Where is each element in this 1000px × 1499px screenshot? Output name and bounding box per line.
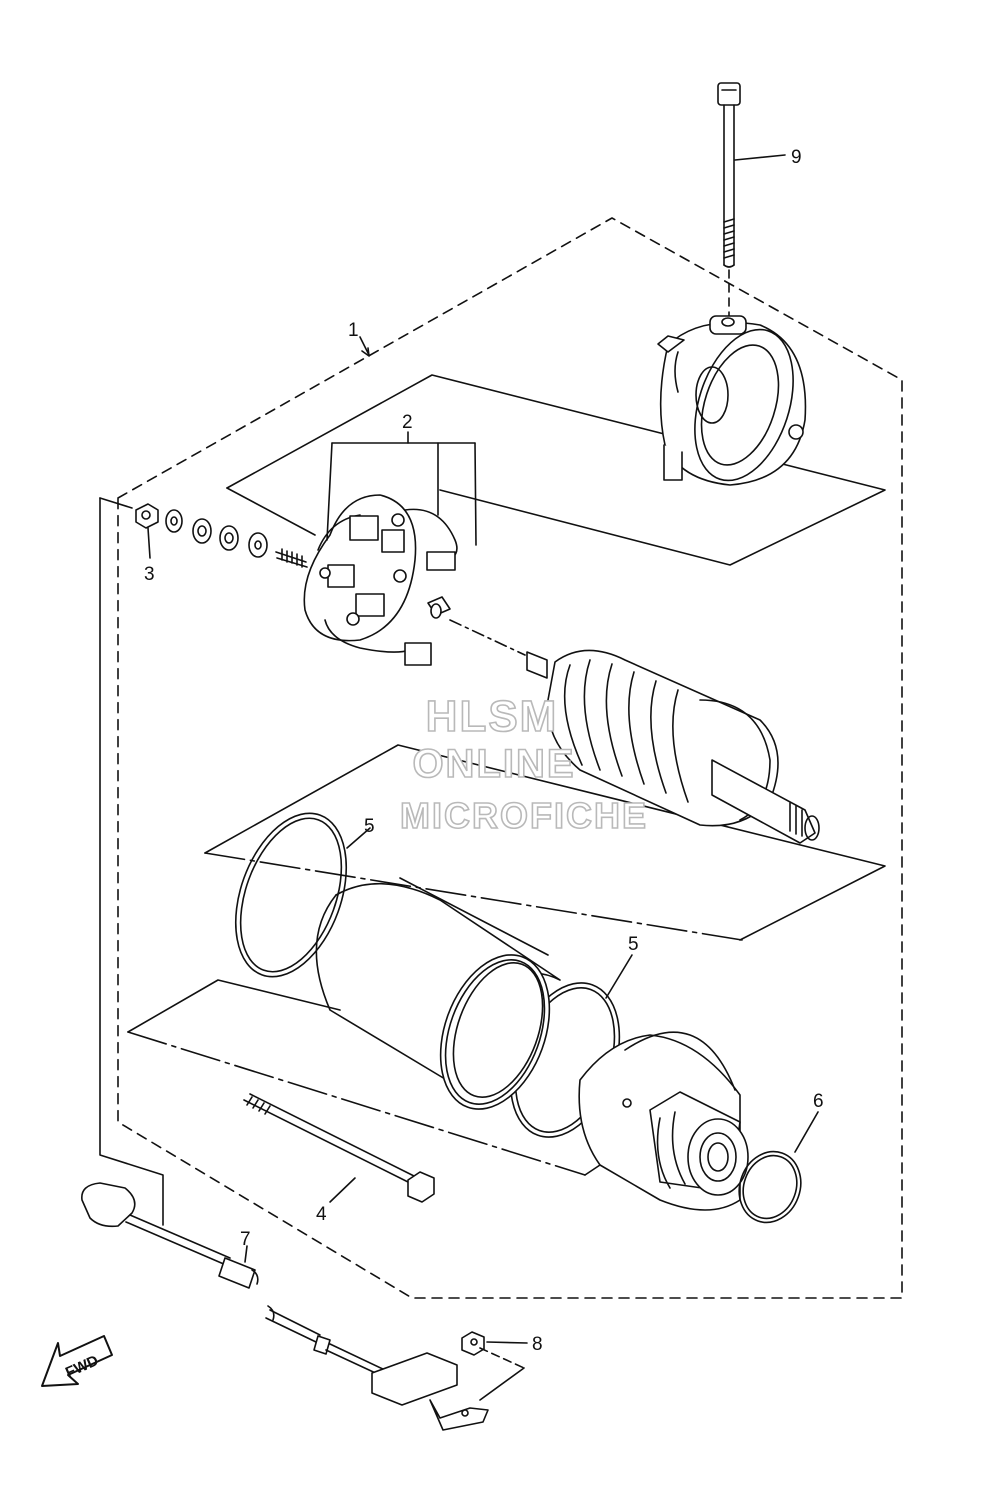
armature (449, 619, 820, 844)
item-2-brush-holder (303, 494, 458, 666)
callout-1: 1 (348, 320, 359, 341)
leader-4 (329, 1177, 356, 1203)
item-7-lead-wire (81, 1182, 489, 1431)
assembly-1-dashed-boundary (117, 217, 903, 1299)
leader-2 (326, 431, 477, 546)
callout-5-lower: 5 (628, 934, 639, 955)
item-3-washer-set (135, 503, 308, 568)
panel-upper-outline (226, 374, 886, 566)
leader-9 (734, 154, 786, 161)
callout-5-upper: 5 (364, 816, 375, 837)
leader-6 (794, 1111, 819, 1153)
leader-5a (346, 827, 371, 849)
panel-lower-outline (127, 979, 341, 1033)
item-6-o-ring (738, 1150, 802, 1224)
fwd-arrow-icon: FWD (41, 1335, 113, 1387)
callout-8: 8 (532, 1334, 543, 1355)
yoke-housing (315, 877, 561, 1110)
leader-8 (486, 1341, 528, 1344)
callout-3: 3 (144, 564, 155, 585)
panel-middle-outline (204, 744, 886, 941)
callout-2: 2 (402, 412, 413, 433)
callout-4: 4 (316, 1204, 327, 1225)
item-4-long-screw (243, 1093, 435, 1203)
callout-9: 9 (791, 147, 802, 168)
item-8-nut (461, 1331, 525, 1401)
front-cover (578, 1031, 749, 1211)
leader-1 (359, 336, 370, 356)
callout-6: 6 (813, 1091, 824, 1112)
leader-3 (147, 527, 151, 559)
callout-7: 7 (240, 1229, 251, 1250)
item-9-through-bolt (717, 82, 741, 319)
item-5-o-ring-upper (234, 812, 348, 978)
harness-outline (99, 497, 164, 1226)
rear-end-cover (657, 315, 807, 486)
leader-7 (244, 1245, 248, 1263)
leader-5b (605, 954, 633, 999)
